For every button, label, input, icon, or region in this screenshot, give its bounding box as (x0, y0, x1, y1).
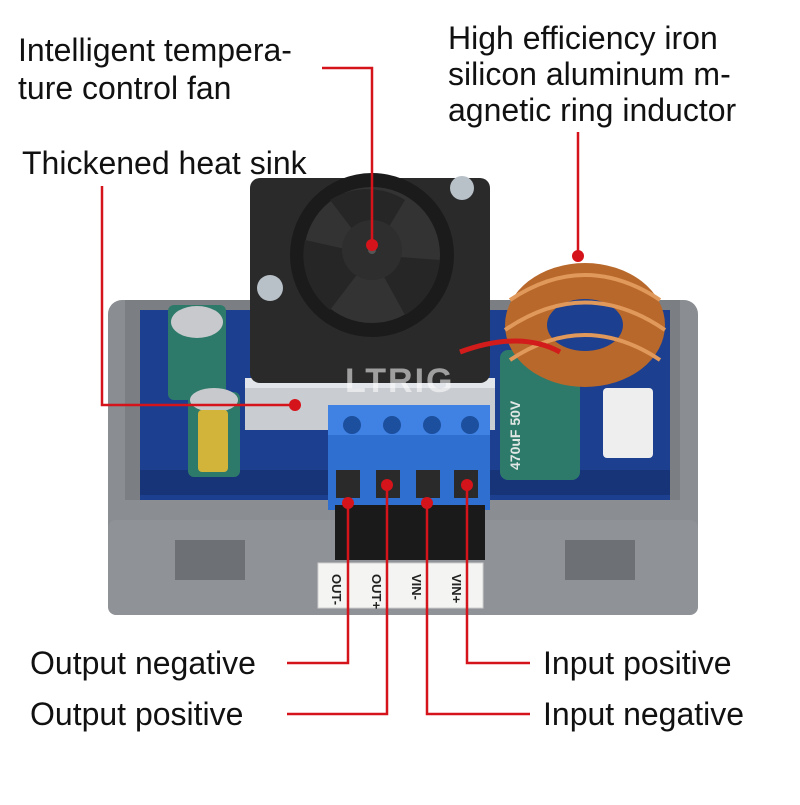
callout-inductor-line3: agnetic ring inductor (448, 92, 737, 128)
callout-input-negative: Input negative (543, 696, 745, 732)
callout-output-positive: Output positive (30, 696, 244, 732)
fan-connector (603, 388, 653, 458)
leader-in-pos (465, 485, 530, 665)
leader-heatsink (100, 186, 295, 407)
clip-left (175, 540, 245, 580)
callout-output-negative: Output negative (30, 645, 256, 681)
leader-in-neg (425, 503, 530, 716)
callout-inductor-line1: High efficiency iron (448, 20, 718, 56)
leader-lines (100, 66, 580, 716)
terminal-label-strip (317, 562, 484, 609)
leader-out-neg (287, 503, 350, 665)
watermark: LTRIG (345, 362, 454, 400)
clip-right (565, 540, 635, 580)
svg-text:470uF 50V: 470uF 50V (507, 400, 523, 470)
capacitor-left-top (168, 305, 226, 400)
leader-dot-in-pos (461, 479, 473, 491)
leader-dot-in-neg (421, 497, 433, 509)
pin-header (335, 505, 485, 560)
terminal-label-vin-pos: VIN+ (449, 574, 464, 604)
capacitor-left-bottom (188, 388, 240, 477)
leader-dot-fan (366, 239, 378, 251)
leader-fan (322, 66, 374, 245)
leader-dot-out-neg (342, 497, 354, 509)
toroid-inductor (503, 263, 667, 387)
leader-out-pos (287, 485, 389, 716)
terminal-label-out-pos: OUT+ (369, 574, 384, 609)
callout-inductor-line2: silicon aluminum m- (448, 56, 731, 92)
callout-fan-line1: Intelligent tempera- (18, 32, 292, 68)
cooling-fan (250, 173, 490, 383)
terminal-block (328, 405, 490, 510)
terminal-label-out-neg: OUT- (329, 574, 344, 605)
callout-heatsink: Thickened heat sink (22, 145, 307, 181)
terminal-label-vin-neg: VIN- (409, 574, 424, 600)
callout-input-positive: Input positive (543, 645, 732, 681)
callout-fan-line2: ture control fan (18, 70, 232, 106)
leader-dot-heatsink (289, 399, 301, 411)
leader-dot-out-pos (381, 479, 393, 491)
leader-dot-inductor (572, 250, 584, 262)
